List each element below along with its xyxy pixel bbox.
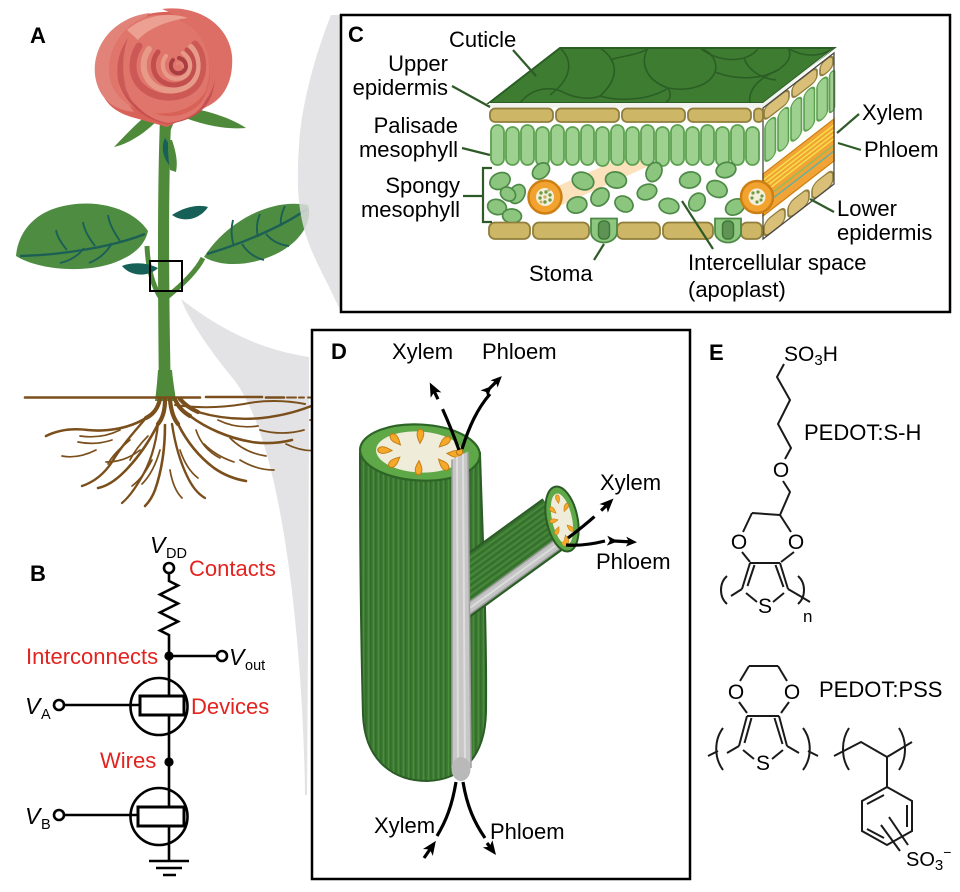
svg-text:Interconnects: Interconnects bbox=[26, 644, 158, 669]
svg-text:(apoplast): (apoplast) bbox=[688, 277, 786, 302]
svg-text:Wires: Wires bbox=[100, 748, 156, 773]
svg-text:O: O bbox=[784, 681, 800, 704]
svg-text:O: O bbox=[731, 531, 747, 554]
svg-text:V: V bbox=[150, 532, 168, 558]
svg-text:PEDOT:PSS: PEDOT:PSS bbox=[819, 677, 942, 702]
svg-text:PEDOT:S-H: PEDOT:S-H bbox=[804, 420, 921, 445]
svg-text:V: V bbox=[25, 803, 43, 829]
svg-text:Xylem: Xylem bbox=[392, 339, 453, 364]
svg-text:Cuticle: Cuticle bbox=[449, 27, 516, 52]
svg-text:Phloem: Phloem bbox=[864, 137, 939, 162]
svg-text:DD: DD bbox=[166, 546, 187, 562]
svg-text:Intercellular space: Intercellular space bbox=[688, 250, 867, 275]
svg-text:A: A bbox=[41, 707, 51, 723]
svg-text:O: O bbox=[728, 681, 744, 704]
svg-text:S: S bbox=[756, 752, 770, 775]
svg-text:Phloem: Phloem bbox=[490, 819, 565, 844]
svg-text:n: n bbox=[803, 607, 812, 626]
svg-text:Xylem: Xylem bbox=[600, 470, 661, 495]
svg-text:Phloem: Phloem bbox=[596, 549, 671, 574]
svg-text:Palisade: Palisade bbox=[374, 113, 458, 138]
svg-text:S: S bbox=[758, 595, 772, 618]
svg-text:D: D bbox=[331, 339, 347, 364]
svg-text:B: B bbox=[41, 817, 51, 833]
svg-text:C: C bbox=[348, 22, 364, 47]
svg-text:Upper: Upper bbox=[388, 51, 448, 76]
svg-text:Stoma: Stoma bbox=[529, 261, 593, 286]
svg-text:Spongy: Spongy bbox=[385, 173, 460, 198]
svg-text:B: B bbox=[30, 561, 46, 586]
svg-text:SO3−: SO3− bbox=[906, 844, 951, 874]
svg-text:O: O bbox=[788, 531, 804, 554]
svg-text:Phloem: Phloem bbox=[482, 339, 557, 364]
svg-text:Lower: Lower bbox=[837, 196, 897, 221]
svg-text:Xylem: Xylem bbox=[374, 813, 435, 838]
svg-text:Xylem: Xylem bbox=[862, 100, 923, 125]
svg-text:epidermis: epidermis bbox=[837, 220, 932, 245]
svg-text:Contacts: Contacts bbox=[189, 556, 276, 581]
svg-text:mesophyll: mesophyll bbox=[359, 137, 458, 162]
svg-text:out: out bbox=[245, 658, 265, 674]
svg-text:E: E bbox=[709, 340, 724, 365]
svg-text:SO3H: SO3H bbox=[784, 343, 838, 369]
svg-text:mesophyll: mesophyll bbox=[361, 197, 460, 222]
svg-text:V: V bbox=[229, 644, 247, 670]
svg-text:epidermis: epidermis bbox=[353, 75, 448, 100]
svg-text:A: A bbox=[30, 23, 46, 48]
svg-text:Devices: Devices bbox=[191, 694, 269, 719]
svg-text:V: V bbox=[25, 693, 43, 719]
svg-text:O: O bbox=[773, 459, 789, 482]
